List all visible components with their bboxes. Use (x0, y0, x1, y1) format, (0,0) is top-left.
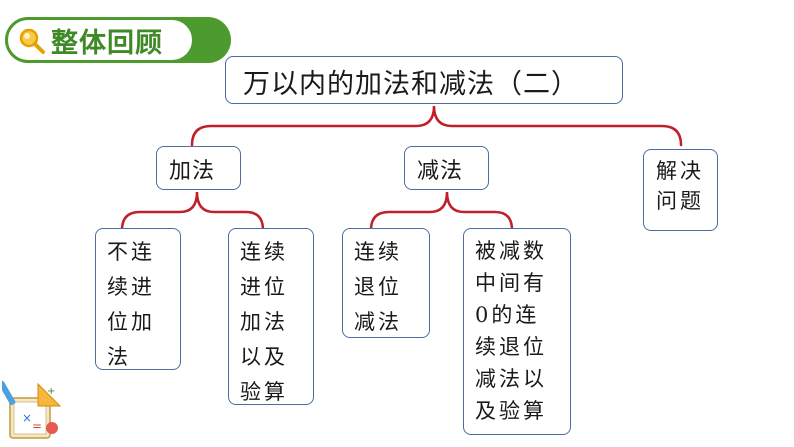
section-header: 整体回顾 (5, 17, 231, 63)
magnifier-icon (19, 28, 45, 54)
root-node: 万以内的加法和减法（二） (225, 56, 623, 104)
branch-addition: 加法 (156, 146, 241, 190)
svg-text:+: + (47, 386, 55, 397)
leaf-addition-1: 不连 续进 位加 法 (95, 228, 181, 370)
branch-subtraction: 减法 (404, 146, 489, 190)
leaf-addition-2: 连续 进位 加法 以及 验算 (228, 228, 314, 405)
leaf-label: 连续 进位 加法 以及 验算 (240, 240, 288, 404)
root-label: 万以内的加法和减法（二） (243, 69, 579, 100)
svg-text:×: × (22, 411, 32, 425)
leaf-label: 被减数 中间有 0的连 续退位 减法以 及验算 (475, 239, 547, 423)
branch-problem-solving: 解决 问题 (643, 149, 718, 231)
leaf-subtraction-1: 连续 退位 减法 (342, 228, 430, 338)
leaf-label: 连续 退位 减法 (354, 240, 402, 334)
leaf-label: 不连 续进 位加 法 (107, 240, 155, 369)
branch-addition-label: 加法 (169, 159, 216, 184)
math-tools-icon: × = + (2, 380, 62, 439)
section-title: 整体回顾 (51, 28, 163, 59)
svg-text:=: = (32, 419, 42, 433)
leaf-subtraction-2: 被减数 中间有 0的连 续退位 减法以 及验算 (463, 228, 571, 435)
branch-problem-solving-label: 解决 问题 (656, 159, 704, 213)
branch-subtraction-label: 减法 (417, 159, 464, 184)
